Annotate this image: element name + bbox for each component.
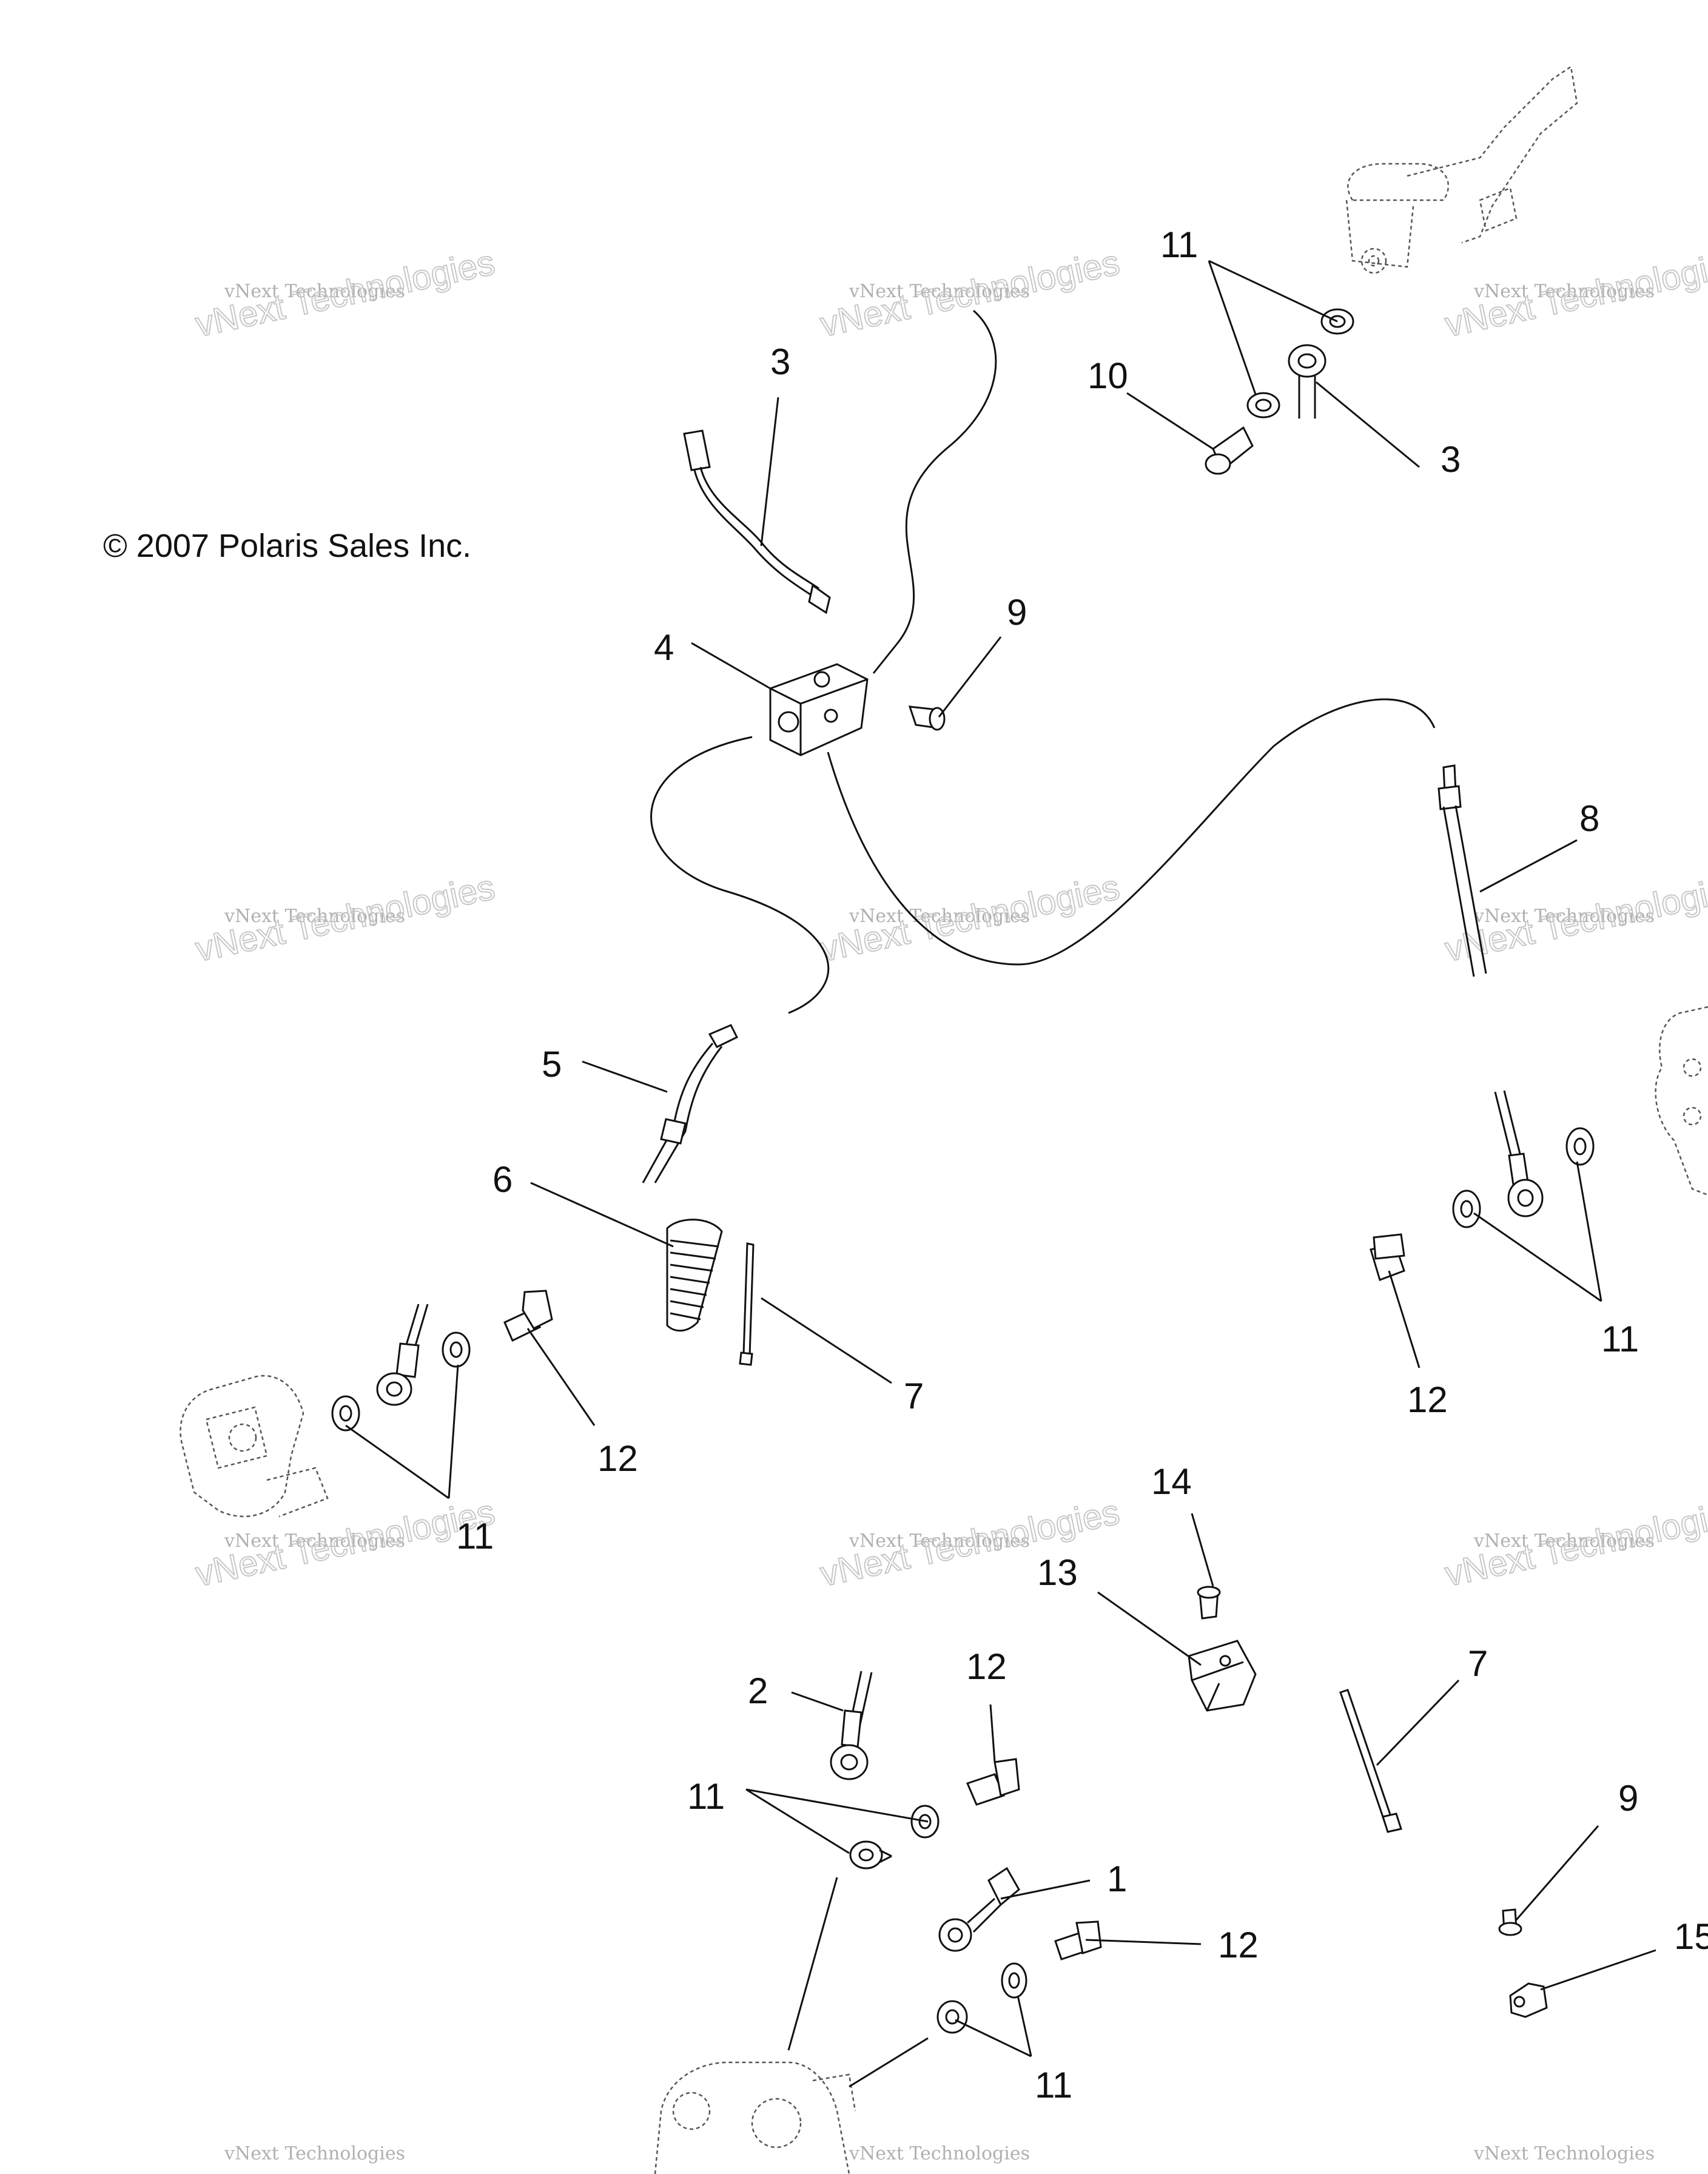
- watermark: vNext Technologies vNext Technologies: [192, 1492, 499, 1595]
- watermark: vNext Technologies vNext Technologies: [1441, 1492, 1708, 1595]
- callout-7-upper: 7: [904, 1376, 924, 1416]
- banjo-group-right: [1370, 1090, 1595, 1281]
- callout-12-rear-top: 12: [966, 1646, 1007, 1687]
- svg-text:vNext Technologies: vNext Technologies: [1473, 1530, 1655, 1552]
- clamp-part-15: [1509, 1982, 1548, 2018]
- master-cylinder-outline: [1345, 65, 1578, 274]
- watermark: vNext Technologies: [849, 2143, 1030, 2164]
- spring-guard-part-6: [666, 1219, 723, 1332]
- callout-14: 14: [1151, 1461, 1192, 1502]
- callout-11-top: 11: [1160, 224, 1198, 265]
- banjo-group-left: [331, 1290, 553, 1432]
- callout-11-rear-bottom: 11: [1035, 2065, 1072, 2105]
- svg-text:vNext Technologies: vNext Technologies: [849, 1530, 1030, 1552]
- brake-hoses: [650, 309, 1436, 1014]
- svg-text:vNext Technologies: vNext Technologies: [224, 281, 405, 302]
- bolt-part-9-upper: [908, 705, 946, 731]
- brake-line-part-3: [683, 429, 831, 614]
- watermark: vNext Technologies vNext Technologies: [192, 867, 499, 970]
- watermark: vNext Technologies vNext Technologies: [816, 242, 1123, 345]
- callout-12-right: 12: [1407, 1379, 1448, 1420]
- callout-10: 10: [1088, 355, 1128, 396]
- callout-11-left: 11: [456, 1516, 494, 1556]
- callout-4: 4: [654, 627, 674, 668]
- rear-caliper-outline: [654, 2061, 856, 2174]
- brake-line-part-5: [642, 1024, 739, 1183]
- svg-text:vNext Technologies: vNext Technologies: [224, 1530, 405, 1552]
- callout-1: 1: [1107, 1859, 1127, 1899]
- front-left-caliper-outline: [180, 1375, 329, 1518]
- watermark: vNext Technologies: [1473, 2143, 1655, 2164]
- callout-11-rear-top: 11: [687, 1776, 725, 1817]
- callout-11-right: 11: [1601, 1319, 1639, 1359]
- copyright-notice: © 2007 Polaris Sales Inc.: [103, 528, 471, 564]
- cable-tie-part-7-upper: [739, 1242, 755, 1366]
- banjo-group-top: [1205, 308, 1354, 475]
- watermark: vNext Technologies vNext Technologies: [192, 242, 499, 345]
- callout-3-right: 3: [1441, 439, 1461, 480]
- svg-text:vNext Technologies: vNext Technologies: [224, 2143, 405, 2164]
- callout-9-lower: 9: [1618, 1778, 1638, 1819]
- svg-text:vNext Technologies: vNext Technologies: [1473, 2143, 1655, 2164]
- callout-7-lower: 7: [1468, 1643, 1488, 1684]
- svg-text:vNext Technologies: vNext Technologies: [1473, 281, 1655, 302]
- watermark: vNext Technologies vNext Technologies: [1441, 242, 1708, 345]
- callout-3-top: 3: [770, 342, 790, 382]
- cable-tie-part-7-lower: [1339, 1689, 1402, 1833]
- callout-12-left: 12: [597, 1438, 638, 1479]
- callout-15: 15: [1674, 1916, 1708, 1957]
- svg-text:vNext Technologies: vNext Technologies: [224, 906, 405, 927]
- bolt-part-9-lower: [1498, 1908, 1522, 1936]
- callout-5: 5: [542, 1044, 562, 1085]
- watermark: vNext Technologies vNext Technologies: [816, 867, 1123, 970]
- callout-13: 13: [1037, 1552, 1078, 1593]
- brake-line-part-8: [1437, 764, 1487, 977]
- distribution-block-part-4: [769, 663, 869, 756]
- svg-text:vNext Technologies: vNext Technologies: [849, 281, 1030, 302]
- front-right-caliper-outline: [1655, 1006, 1708, 1196]
- callout-8: 8: [1579, 798, 1599, 839]
- svg-text:vNext Technologies: vNext Technologies: [849, 2143, 1030, 2164]
- screw-part-14: [1197, 1586, 1221, 1620]
- callout-2: 2: [748, 1671, 768, 1711]
- banjo-group-rear: [830, 1671, 1102, 2034]
- watermark: vNext Technologies: [224, 2143, 405, 2164]
- clip-part-13: [1188, 1640, 1257, 1712]
- leader-lines: [345, 260, 1656, 2088]
- callout-6: 6: [493, 1159, 513, 1200]
- svg-text:vNext Technologies: vNext Technologies: [1473, 906, 1655, 927]
- callout-9-upper: 9: [1007, 592, 1027, 633]
- callout-labels: 3 3 11 10 9 4 8 5 6 7 12 11 12 11 14 13 …: [456, 224, 1708, 2105]
- callout-12-rear: 12: [1218, 1925, 1259, 1965]
- svg-text:vNext Technologies: vNext Technologies: [849, 906, 1030, 927]
